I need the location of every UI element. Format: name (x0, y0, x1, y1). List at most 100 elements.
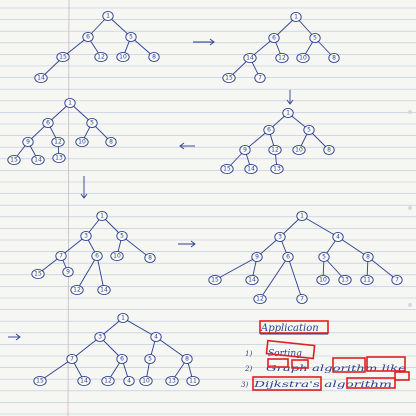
tree-node: 12 (275, 52, 289, 64)
tree-node-circle (338, 274, 352, 286)
tree-node: 5 (116, 230, 128, 242)
applications-heading: Application (260, 323, 319, 334)
tree-node: 11 (360, 274, 374, 286)
tree-node: 3 (80, 230, 92, 242)
tree-node-label: 14 (37, 75, 45, 82)
tree-node: 6 (263, 124, 275, 136)
tree-node-circle (56, 51, 70, 63)
tree-node-label: 9 (255, 254, 259, 261)
tree-node-circle (296, 293, 308, 305)
arrow-left-1 (179, 142, 195, 150)
tree-node: 10 (139, 375, 153, 387)
tree-node-label: 8 (185, 356, 189, 363)
tree-node: 6 (268, 32, 280, 44)
tree-node: 9 (239, 144, 251, 156)
tree-node: 9 (251, 251, 263, 263)
tree-node-circle (66, 353, 78, 365)
tree-node: 13 (270, 163, 284, 175)
tree-node-circle (144, 252, 156, 264)
tree-node: 12 (253, 293, 267, 305)
tree-node-circle (22, 136, 34, 148)
tree-node-circle (270, 163, 284, 175)
tree-node-label: 12 (73, 287, 81, 294)
tree-node-label: 14 (34, 157, 42, 164)
tree-node-circle (181, 353, 193, 365)
tree-node-circle (94, 51, 108, 63)
tree-node-circle (82, 31, 94, 43)
tree-node-label: 8 (148, 255, 152, 262)
tree-node-label: 10 (113, 253, 121, 260)
tree-node-circle (70, 284, 84, 296)
tree-node: 10 (292, 144, 306, 156)
tree-node-label: 5 (307, 127, 311, 134)
tree-node-label: 12 (278, 55, 286, 62)
applications-section: Application 1) Sorting 2) Graph algorith… (241, 323, 406, 390)
tree-node: 8 (144, 252, 156, 264)
tree-node: 1 (290, 11, 302, 23)
tree-node-label: 5 (120, 233, 124, 240)
tree-node-circle (296, 52, 310, 64)
arrow-down-2 (80, 176, 88, 199)
tree-node-circle (245, 274, 259, 286)
tree-node-label: 15 (223, 166, 231, 173)
tree-node: 5 (309, 32, 321, 44)
tree-node: 12 (70, 284, 84, 296)
tree-node-label: 6 (46, 120, 50, 127)
tree-edge (301, 215, 339, 238)
tree-node-label: 15 (34, 271, 42, 278)
application-item-3-number: 3) (241, 381, 248, 389)
tree-node-circle (117, 312, 129, 324)
tree-node-label: 8 (327, 147, 331, 154)
tree-edge (96, 255, 105, 291)
tree-node-circle (86, 117, 98, 129)
tree-node: 12 (51, 136, 65, 148)
tree-node: 7 (254, 72, 266, 84)
tree-node: 6 (82, 31, 94, 43)
tree-node-label: 14 (80, 378, 88, 385)
tree-node-label: 4 (127, 378, 131, 385)
tree-node-label: 1 (286, 110, 290, 117)
tree-node-circle (7, 154, 21, 166)
tree-edge (367, 256, 398, 281)
tree-node-circle (110, 250, 124, 262)
tree-node-label: 13 (273, 166, 281, 173)
tree-node-label: 7 (258, 75, 262, 82)
tree-node: 5 (86, 117, 98, 129)
tree-node: 10 (110, 250, 124, 262)
tree-node: 8 (181, 353, 193, 365)
tree-edge (259, 256, 289, 300)
tree-node-label: 11 (363, 277, 371, 284)
tree-edge (214, 256, 258, 281)
tree-node-circle (125, 31, 137, 43)
highlight-box-like-2 (366, 356, 406, 372)
application-item-1-text: Sorting (268, 349, 302, 359)
application-item-3-text: Dijkstra's algorithm (252, 380, 392, 390)
tree-node: 15 (56, 51, 70, 63)
tree-node: 1 (117, 312, 129, 324)
tree-node-circle (139, 375, 153, 387)
tree-node: 14 (245, 274, 259, 286)
tree-node-circle (116, 51, 130, 63)
tree-node: 10 (75, 136, 89, 148)
tree-node-circle (51, 136, 65, 148)
tree-node-label: 5 (90, 120, 94, 127)
tree-node-circle (64, 97, 76, 109)
tree-node: 5 (318, 251, 330, 263)
tree-node-circle (186, 375, 200, 387)
tree-node-label: 1 (100, 213, 104, 220)
tree-node: 14 (77, 375, 91, 387)
highlight-boxes (252, 320, 410, 391)
tree-node-label: 7 (59, 253, 63, 260)
tree-node: 9 (22, 136, 34, 148)
tree-node-label: 5 (129, 34, 133, 41)
tree-node-circle (222, 72, 236, 84)
tree-node-label: 12 (97, 54, 105, 61)
tree-node-circle (244, 163, 258, 175)
tree-node: 10 (296, 52, 310, 64)
tree-edge (121, 235, 151, 259)
tree-node-circle (360, 274, 374, 286)
tree-node-label: 4 (336, 234, 340, 241)
